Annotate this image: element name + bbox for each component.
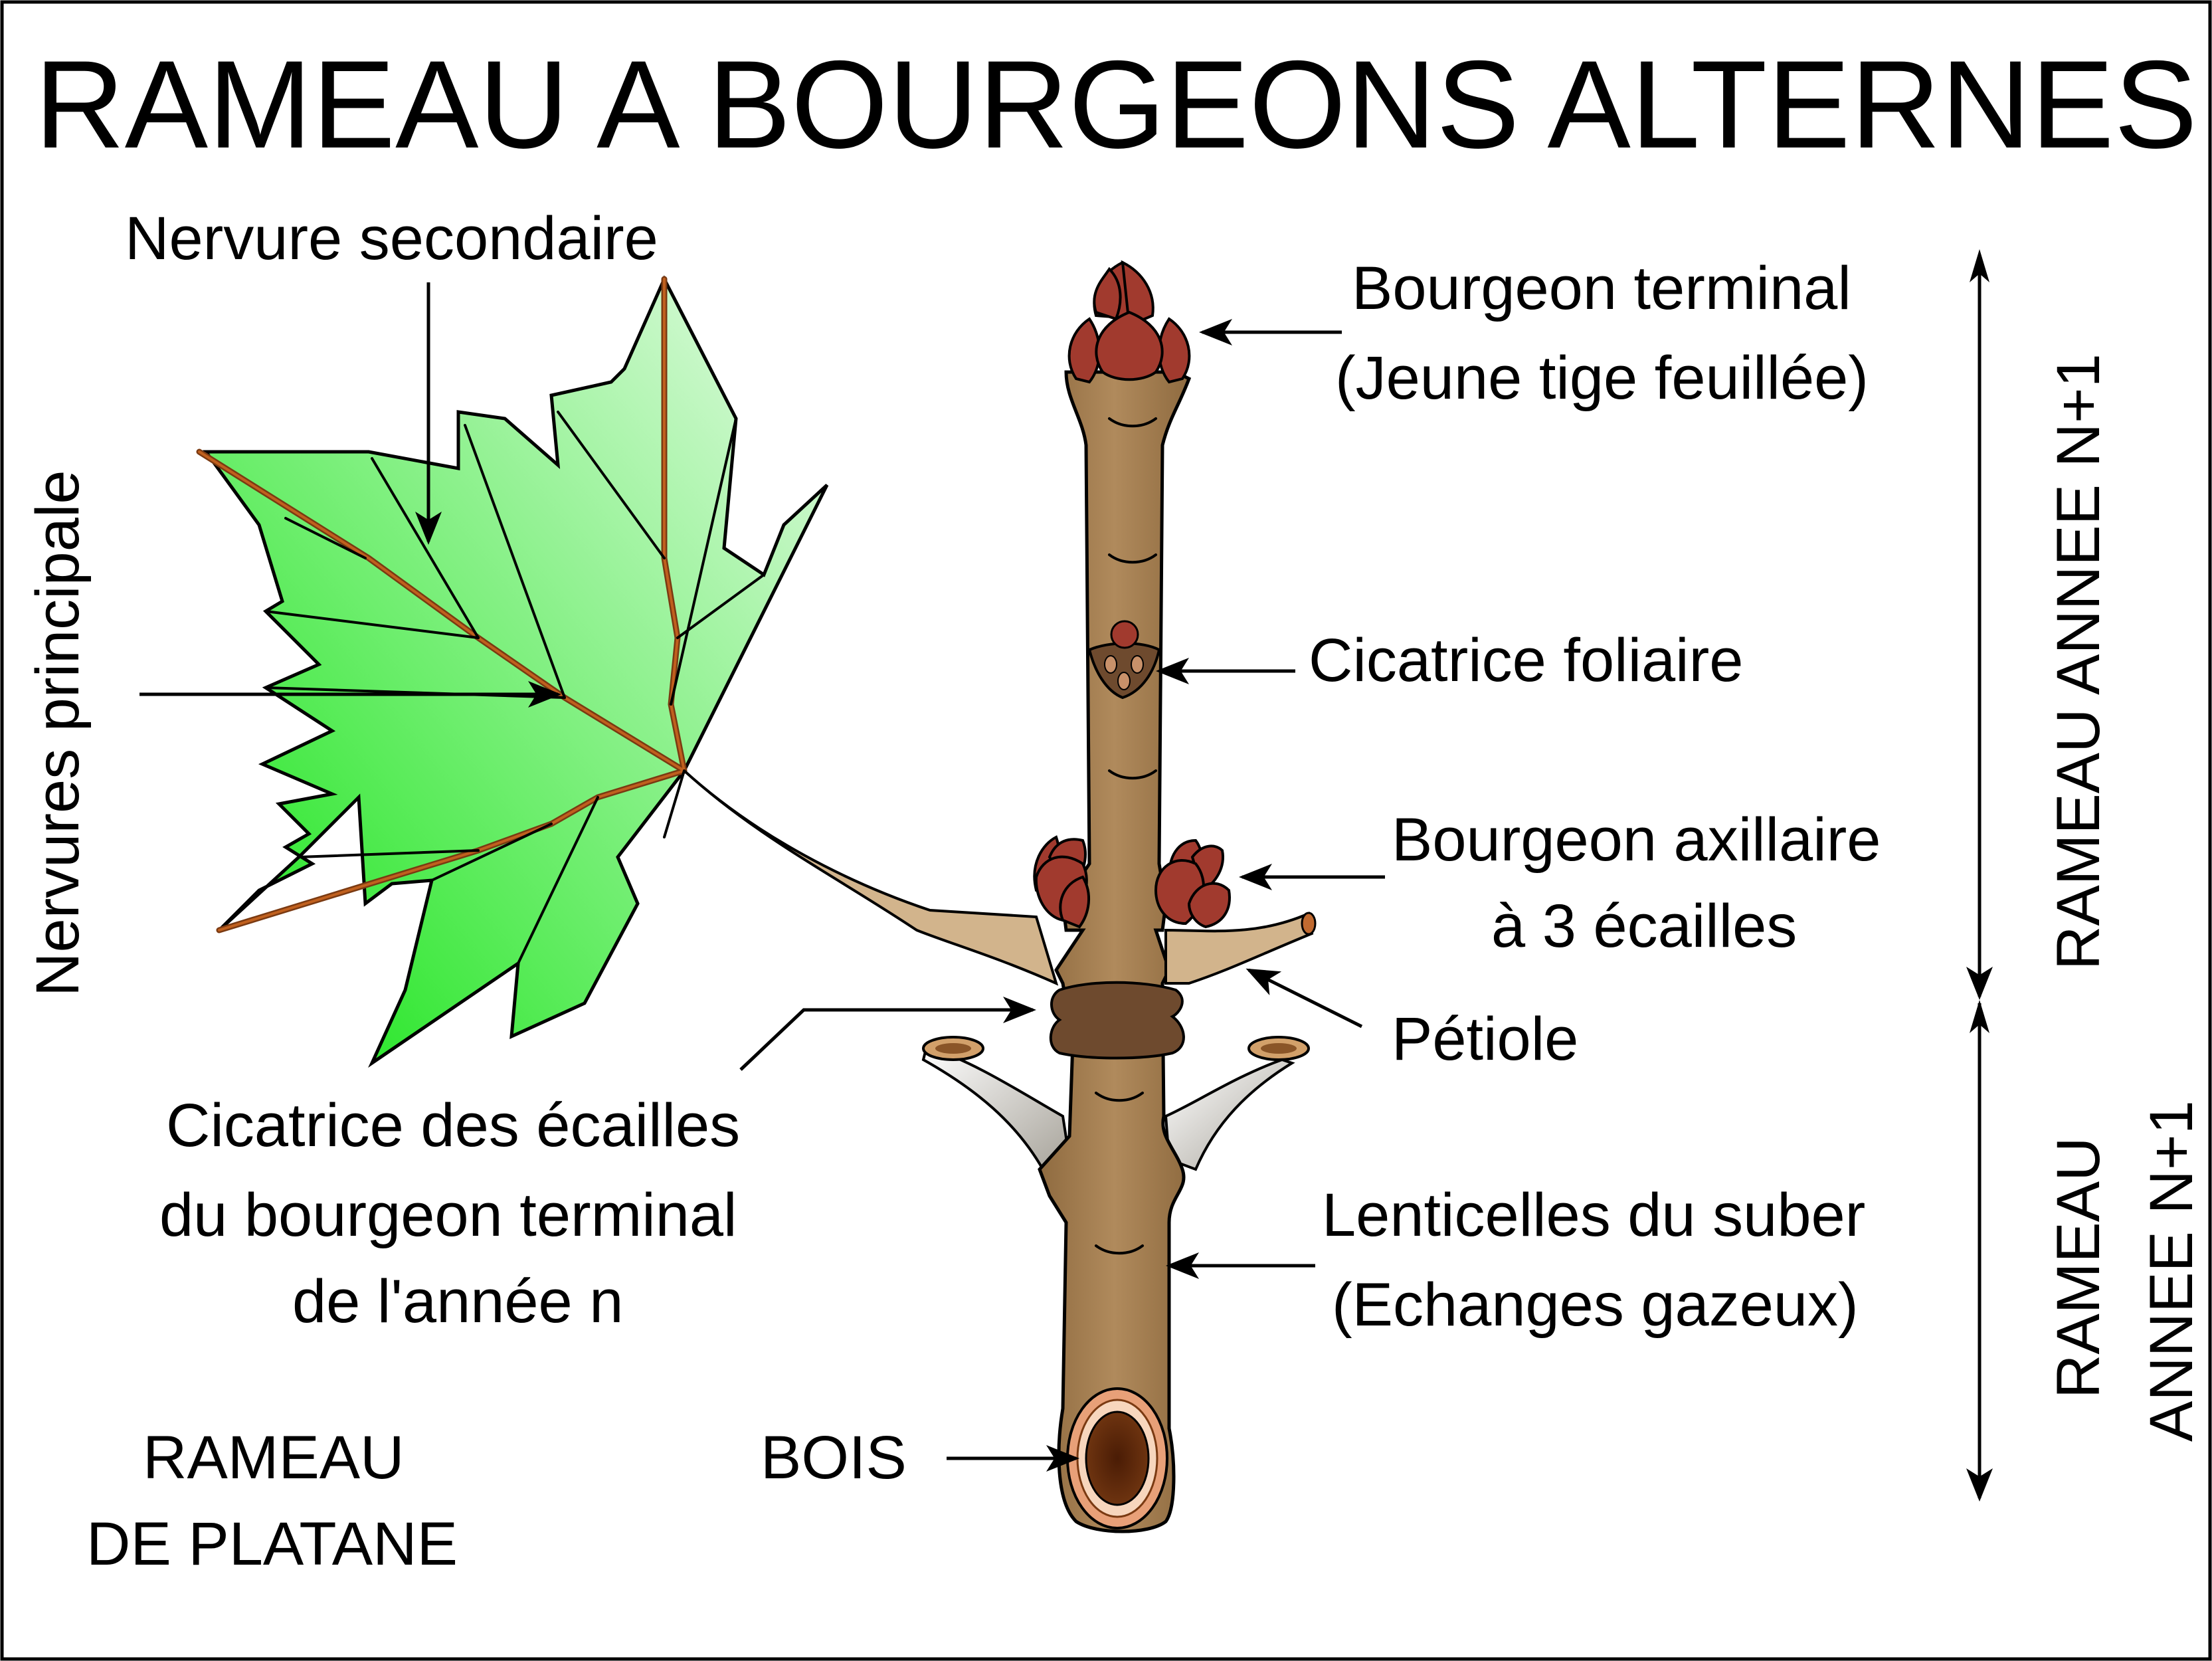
- label-bois: BOIS: [761, 1424, 907, 1492]
- leaf-blade: [203, 275, 829, 1068]
- leaf-scar-bud: [1110, 620, 1139, 649]
- wood-core: [1085, 1411, 1150, 1506]
- label-cicatrice-ecailles-1: Cicatrice des écailles: [166, 1092, 740, 1159]
- leaf-scar-trace-3: [1117, 672, 1131, 690]
- page-title: RAMEAU A BOURGEONS ALTERNES: [35, 35, 2197, 174]
- label-cicatrice-ecailles-3: de l'année n: [292, 1268, 623, 1335]
- old-leaf-scar-right: [1164, 1058, 1295, 1171]
- right-petiole-tip: [1301, 912, 1317, 935]
- old-leaf-scar-right-hole: [1261, 1043, 1297, 1054]
- plane-leaf: [196, 275, 1059, 1068]
- label-cicatrice-foliaire: Cicatrice foliaire: [1309, 627, 1743, 694]
- label-bourgeon-axillaire-2: à 3 écailles: [1491, 892, 1797, 960]
- label-bourgeon-axillaire-1: Bourgeon axillaire: [1392, 806, 1881, 874]
- twig: [921, 260, 1317, 1533]
- right-petiole: [1164, 912, 1314, 985]
- secondary-veins: [264, 411, 765, 965]
- label-nervure-secondaire: Nervure secondaire: [125, 205, 658, 272]
- label-lenticelles-1: Lenticelles du suber: [1322, 1181, 1865, 1249]
- arrow-cicatrice-ecailles: [739, 997, 1036, 1071]
- side-label-lower-2: ANNEE N+1: [2138, 1100, 2205, 1442]
- year-span-arrows: [1966, 249, 1993, 1502]
- axillary-bud-left: [1033, 835, 1091, 929]
- pointer-arrows: [139, 282, 1385, 1472]
- axillary-bud-right: [1154, 838, 1231, 929]
- side-label-lower-1: RAMEAU: [2045, 1137, 2112, 1399]
- arrow-petiole: [1245, 968, 1363, 1028]
- label-nervures-principale: Nervures principale: [24, 470, 92, 997]
- label-rameau-platane-2: DE PLATANE: [86, 1510, 458, 1578]
- leaf-petiole: [683, 769, 1059, 986]
- label-cicatrice-ecailles-2: du bourgeon terminal: [159, 1181, 737, 1249]
- span-arrow-lower-top-head: [1970, 1000, 1989, 1033]
- side-label-upper: RAMEAU ANNEE N+1: [2045, 353, 2112, 970]
- span-arrow-upper-top-head: [1970, 249, 1989, 282]
- old-leaf-scar-left: [921, 1044, 1071, 1171]
- terminal-bud: [1067, 260, 1191, 384]
- label-petiole: Pétiole: [1392, 1005, 1578, 1073]
- label-bourgeon-terminal-1: Bourgeon terminal: [1352, 254, 1851, 322]
- lenticels: [1095, 417, 1157, 1255]
- leaf-scar-trace-2: [1131, 655, 1144, 674]
- old-leaf-scar-left-hole: [935, 1043, 971, 1054]
- bud-scale-scar-ring: [1049, 981, 1185, 1060]
- leaf-scar-trace-1: [1104, 655, 1117, 674]
- label-bourgeon-terminal-2: (Jeune tige feuillée): [1335, 344, 1869, 412]
- label-lenticelles-2: (Echanges gazeux): [1332, 1271, 1859, 1339]
- label-rameau-platane-1: RAMEAU: [143, 1424, 405, 1492]
